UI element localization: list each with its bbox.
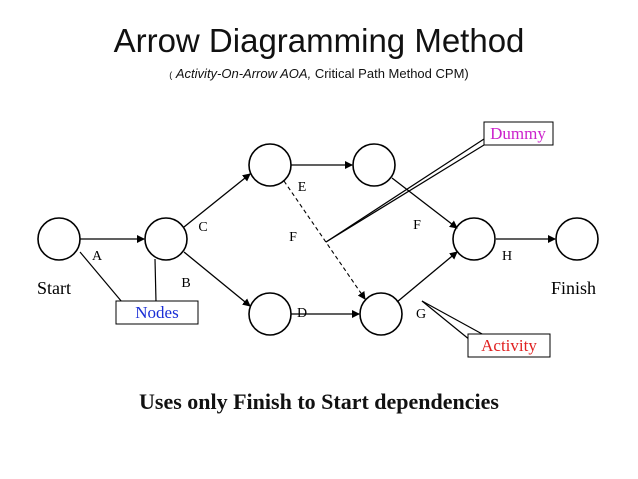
label-finish: Finish: [551, 278, 596, 298]
callout-line-dummy-1: [325, 144, 485, 243]
node-5: [248, 292, 292, 336]
label-activity-b: B: [181, 276, 190, 291]
callout-text-nodes: Nodes: [135, 303, 178, 322]
label-activity-c: C: [198, 220, 207, 235]
page-subtitle: ( Activity-On-Arrow AOA, Critical Path M…: [0, 66, 638, 81]
arrow-activity-b: [183, 251, 251, 307]
node-7: [452, 217, 496, 261]
label-activity-e: E: [298, 180, 307, 195]
node-6: [359, 292, 403, 336]
node-3: [248, 143, 292, 187]
callout-box-nodes: [115, 300, 199, 325]
callout-line-nodes-2: [154, 258, 157, 303]
label-activity-a: A: [92, 249, 103, 264]
callout-line-nodes-1: [79, 251, 123, 303]
label-activity-g: G: [416, 307, 426, 322]
callout-line-activity-2: [421, 300, 471, 341]
callout-text-dummy: Dummy: [490, 124, 546, 143]
callout-text-activity: Activity: [481, 336, 537, 355]
label-start: Start: [37, 278, 71, 298]
subtitle-rest: Critical Path Method CPM): [314, 66, 469, 81]
callout-line-activity-1: [421, 300, 485, 336]
subtitle-open-paren: (: [169, 70, 173, 80]
label-activity-d: D: [297, 306, 307, 321]
subtitle-italic: Activity-On-Arrow AOA,: [175, 66, 312, 81]
node-2: [144, 217, 188, 261]
callout-box-dummy: [483, 121, 554, 146]
arrow-activity-f: [391, 177, 458, 229]
label-activity-f-dummy: F: [289, 230, 297, 245]
node-start: [37, 217, 81, 261]
callout-line-dummy-2: [325, 138, 485, 243]
arrow-dummy-f: [283, 180, 366, 300]
page-title: Arrow Diagramming Method: [113, 22, 525, 59]
node-finish: [555, 217, 599, 261]
arrow-activity-g: [396, 251, 458, 303]
label-activity-h: H: [502, 249, 512, 264]
node-4: [352, 143, 396, 187]
arrow-activity-c: [183, 173, 251, 228]
callout-box-activity: [467, 333, 551, 358]
footer-note: Uses only Finish to Start dependencies: [139, 389, 499, 414]
label-activity-f: F: [413, 218, 421, 233]
